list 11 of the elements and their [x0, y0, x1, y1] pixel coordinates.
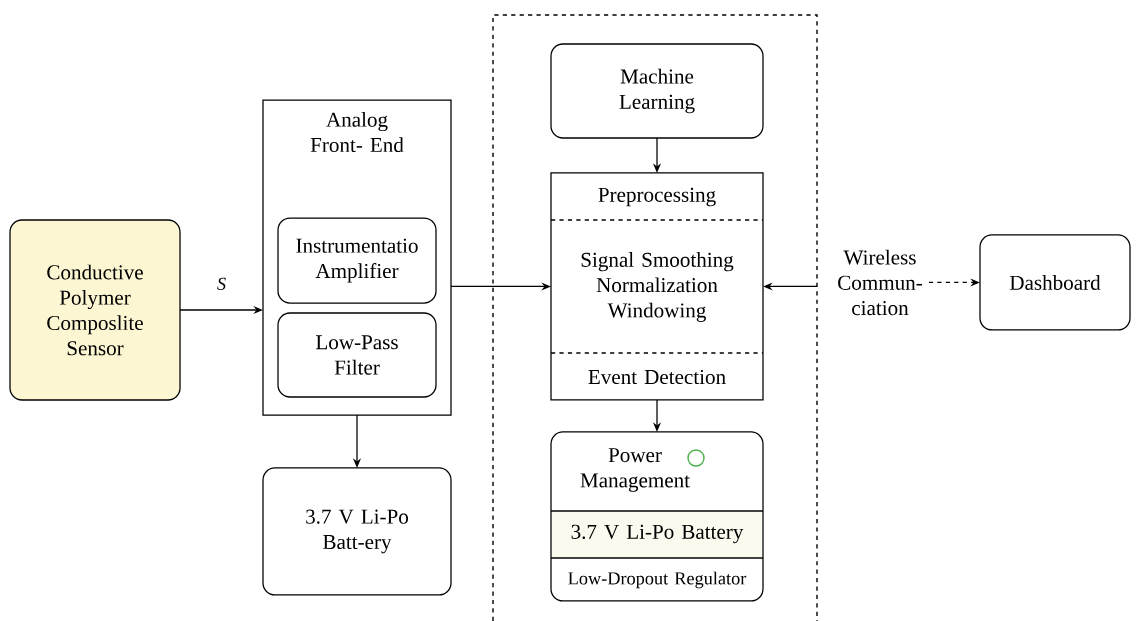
dashed-region	[492, 14, 818, 621]
battery-box: 3.7 V Li-Po Batt-ery	[262, 467, 452, 596]
processing-block: Preprocessing Signal Smoothing Normalization Windowing Event Detection	[550, 172, 764, 401]
edge-label: S	[215, 276, 228, 292]
sensor-box: Conductive Polymer Composlite Sensor	[9, 219, 181, 401]
wireless-label: Wireless Commun- ciation	[838, 249, 922, 316]
power-block: Power Management 3.7 V Li-Po Battery Low-Dropout Regulator	[550, 431, 764, 602]
amplifier-box: Instrumentatio Amplifier	[277, 217, 437, 304]
process-box: Machine Learning	[550, 43, 764, 139]
dashboard-box: Dashboard	[979, 234, 1131, 331]
filter-box: Low-Pass Filter	[277, 312, 437, 398]
